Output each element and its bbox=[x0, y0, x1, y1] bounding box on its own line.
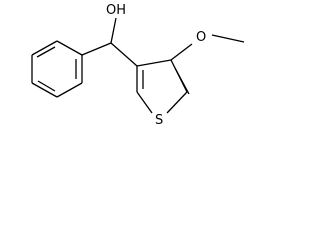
benzene-double-bond bbox=[36, 46, 56, 58]
bond-benzene-to-carbinol bbox=[81, 42, 112, 56]
benzene-bond bbox=[56, 82, 83, 98]
hydroxyl-label: OH bbox=[106, 3, 126, 18]
benzene-bond bbox=[31, 40, 58, 56]
benzene-bond bbox=[31, 82, 58, 98]
benzene-bond bbox=[56, 40, 83, 56]
bond-carbinol-to-oh bbox=[110, 17, 117, 44]
thiophene-bond bbox=[136, 59, 172, 67]
sulfur-label: S bbox=[155, 113, 163, 128]
bond-carbinol-to-thiophene bbox=[110, 42, 138, 67]
thiophene-ring bbox=[136, 59, 190, 114]
bond-methoxy-o-to-methyl bbox=[211, 34, 245, 43]
benzene-ring bbox=[31, 40, 83, 98]
chemical-structure-diagram: OH O S bbox=[31, 3, 245, 128]
thiophene-double-bond bbox=[174, 67, 190, 95]
methoxy-oxygen-label: O bbox=[196, 30, 206, 45]
thiophene-bond bbox=[166, 91, 188, 114]
bond-ring-to-methoxy-o bbox=[170, 43, 193, 61]
thiophene-bond bbox=[136, 91, 153, 114]
benzene-double-bond bbox=[37, 80, 56, 92]
